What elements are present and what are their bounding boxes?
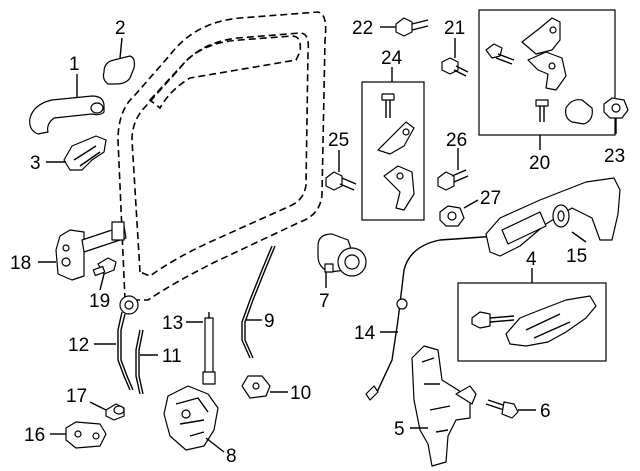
callout-25: 25 (328, 130, 349, 151)
door-check-part (55, 221, 127, 281)
part-4-contents (471, 295, 597, 347)
callout-24: 24 (381, 48, 403, 69)
rod-12-part (117, 295, 139, 391)
callout-15: 15 (566, 246, 587, 267)
callout-12: 12 (68, 335, 89, 356)
callout-26: 26 (446, 130, 467, 151)
bolt-19-part (92, 257, 117, 277)
callout-4: 4 (526, 249, 537, 270)
latch-part (163, 385, 219, 451)
callout-10: 10 (290, 383, 311, 404)
outer-handle-part (485, 177, 621, 257)
callout-7: 7 (319, 291, 330, 312)
callout-11: 11 (162, 346, 182, 367)
callout-22: 22 (352, 18, 373, 39)
callout-8: 8 (226, 446, 237, 467)
leader-17 (89, 401, 107, 411)
part-20-contents (485, 17, 593, 125)
part-24-box (361, 81, 425, 221)
bracket-5-part (411, 345, 477, 467)
callout-6: 6 (540, 401, 551, 422)
callout-20: 20 (529, 153, 550, 174)
leader-15 (571, 231, 587, 243)
part-24-contents (377, 93, 415, 211)
leader-27 (463, 199, 479, 209)
nut-27-part (439, 205, 465, 227)
actuator-rod-part (202, 312, 216, 385)
callout-19: 19 (89, 291, 110, 312)
rod-11-part (135, 329, 144, 395)
leader-19 (99, 273, 105, 291)
callout-2: 2 (115, 18, 126, 39)
leader-8 (205, 437, 225, 453)
leader-2 (119, 37, 123, 59)
outside-handle-part (29, 95, 105, 135)
callout-5: 5 (394, 419, 405, 440)
callout-14: 14 (354, 323, 376, 344)
bolt-22-part (395, 17, 429, 37)
callout-16: 16 (24, 425, 45, 446)
door-outline (117, 11, 327, 301)
callout-27: 27 (480, 188, 501, 209)
bolt-26-part (437, 169, 469, 191)
bolt-6-part (485, 399, 519, 419)
clip-10-part (241, 375, 271, 399)
callout-1: 1 (69, 54, 80, 75)
callout-3: 3 (30, 153, 41, 174)
callout-18: 18 (10, 253, 31, 274)
callout-21: 21 (444, 18, 465, 39)
callout-13: 13 (162, 313, 183, 334)
handle-cap-part (102, 55, 136, 85)
nut-23-part (603, 97, 629, 119)
bolt-25-part (325, 171, 357, 191)
striker-16-part (65, 421, 107, 449)
callout-23: 23 (604, 146, 625, 167)
lock-cylinder-part (317, 233, 367, 277)
bolt-21-part (441, 57, 469, 77)
callout-17: 17 (66, 386, 87, 407)
bolt-17-part (105, 403, 125, 421)
callout-9: 9 (264, 311, 275, 332)
part-20-box (478, 9, 616, 136)
cable-9-part (241, 245, 276, 359)
handle-frame-part (63, 135, 107, 171)
